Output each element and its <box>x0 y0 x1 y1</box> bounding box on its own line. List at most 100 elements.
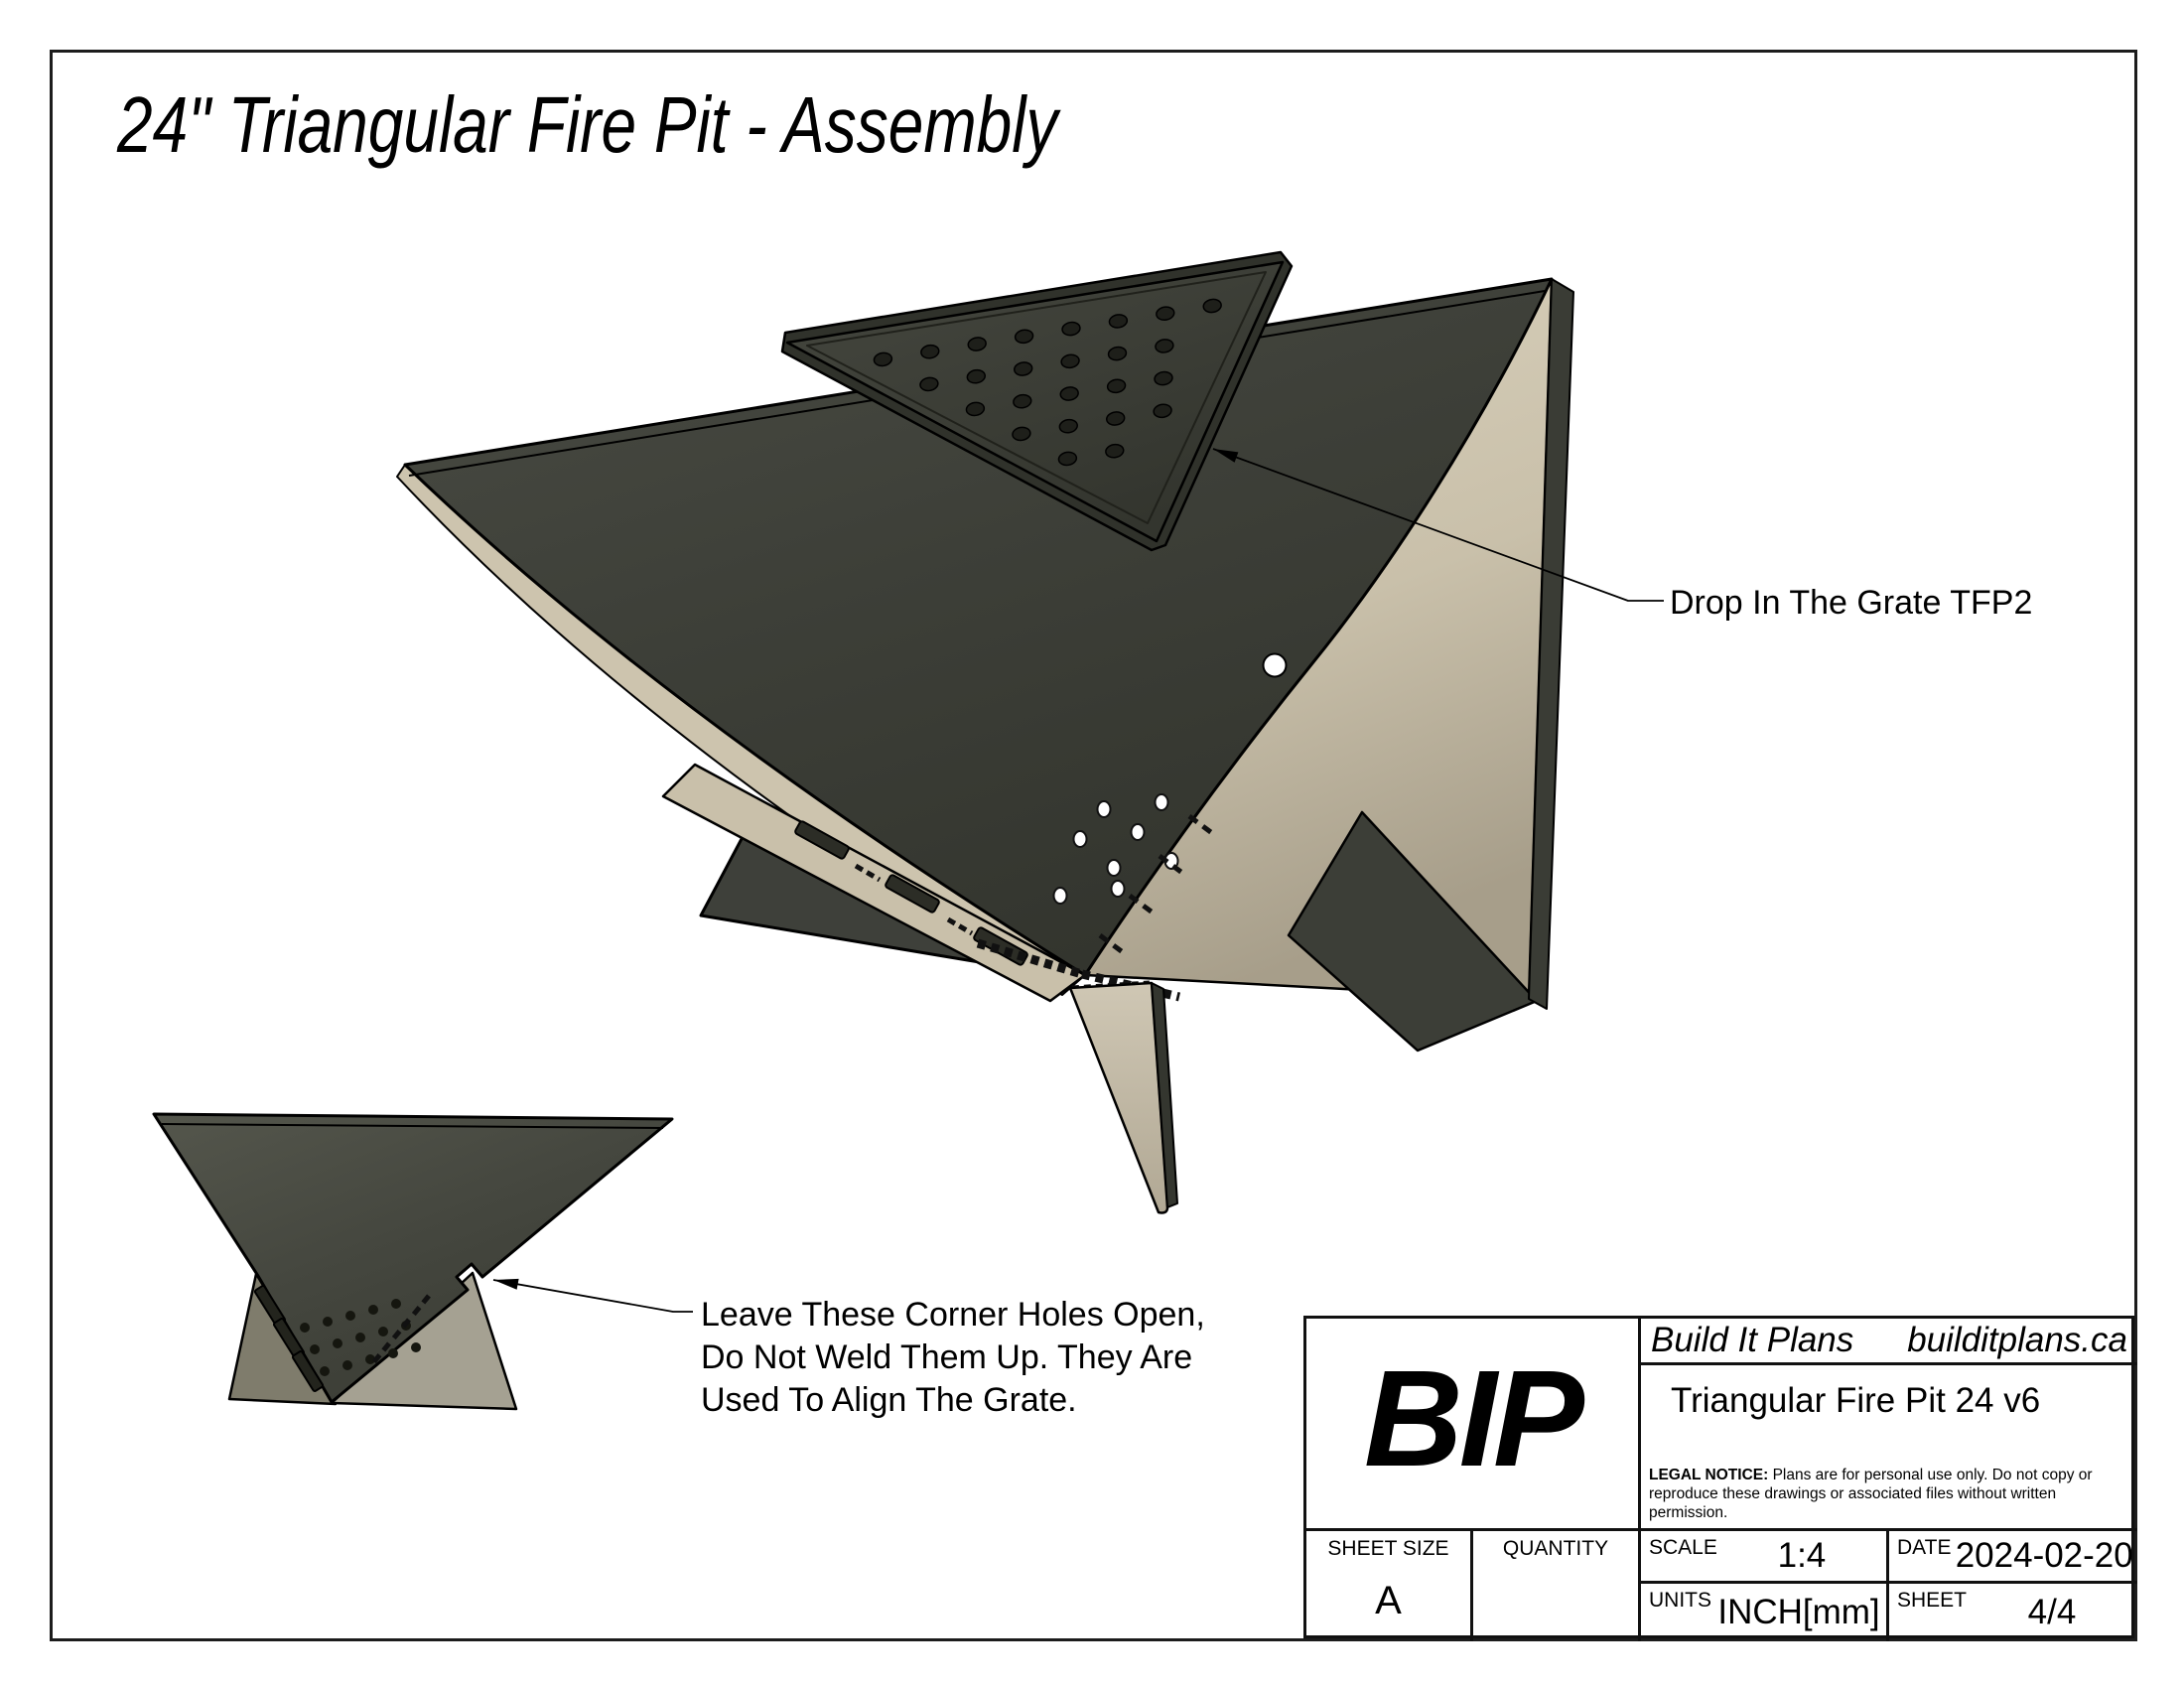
detail-edge-dashes <box>369 1294 431 1367</box>
scale-value: 1:4 <box>1777 1536 1827 1575</box>
bip-logo: BIP <box>1363 1341 1584 1495</box>
panel-hole <box>1262 652 1288 678</box>
sheet-label: SHEET <box>1897 1589 1968 1612</box>
grate-hole <box>965 401 986 417</box>
logo-cell: BIP <box>1306 1319 1641 1528</box>
grate-hole <box>1108 314 1129 329</box>
detail-corner-hole <box>355 1333 365 1342</box>
front-panel-outer-face <box>403 277 1554 977</box>
grate-hole <box>1061 321 1081 337</box>
callout-line: Do Not Weld Them Up. They Are <box>701 1338 1193 1376</box>
units-cell: UNITS INCH[mm] <box>1641 1584 1889 1641</box>
grate-holes <box>873 298 1222 467</box>
date-label: DATE <box>1897 1536 1952 1559</box>
sheet-size-cell: SHEET SIZE A <box>1306 1528 1473 1641</box>
company-cell: Build It Plans builditplans.ca <box>1641 1319 2137 1365</box>
legal-notice-label: LEGAL NOTICE: <box>1649 1467 1769 1483</box>
corner-hole <box>1052 887 1068 905</box>
grate-hole <box>1155 339 1174 353</box>
detail-corner-hole <box>320 1366 330 1376</box>
grate-hole <box>919 376 939 392</box>
detail-corner-hole <box>368 1305 378 1315</box>
corner-hole <box>1096 800 1112 818</box>
corner-hole <box>1154 793 1169 811</box>
grate-hole <box>1202 298 1222 314</box>
sheet-size-label: SHEET SIZE <box>1327 1537 1449 1560</box>
grate-lip-line <box>806 271 1267 524</box>
callout-grate-text: Drop In The Grate TFP2 <box>1670 584 2033 622</box>
grate-hole <box>1106 378 1127 394</box>
grate-hole <box>1154 370 1173 386</box>
grate-hole <box>920 344 940 359</box>
callout-line: Leave These Corner Holes Open, <box>701 1296 1205 1334</box>
grate-hole <box>1106 411 1126 426</box>
drawing-title-cell: Triangular Fire Pit 24 v6 LEGAL NOTICE: … <box>1641 1365 2137 1528</box>
arrowhead <box>1213 449 1239 463</box>
grate-hole <box>873 352 893 367</box>
company-website: builditplans.ca <box>1907 1321 2127 1359</box>
grate-hole <box>966 368 986 384</box>
right-leg-wing <box>1287 810 1539 1053</box>
legal-notice-text1: Plans are for personal use only. Do not … <box>1768 1467 2093 1483</box>
grate-hole <box>1012 426 1031 442</box>
detail-corner-hole <box>323 1317 333 1327</box>
detail-corner-holes <box>300 1299 421 1376</box>
scale-cell: SCALE 1:4 <box>1641 1528 1889 1584</box>
detail-corner-hole <box>345 1311 355 1321</box>
company-name: Build It Plans <box>1651 1321 1854 1359</box>
scale-label: SCALE <box>1649 1536 1717 1559</box>
corner-alignment-holes <box>1052 793 1179 905</box>
main-assembly-view <box>396 250 1664 1214</box>
legal-notice-text2: reproduce these drawings or associated f… <box>1649 1485 2057 1521</box>
corner-hole <box>1110 880 1126 898</box>
grate-leader <box>1212 448 1664 602</box>
weld-tab-dashes-right <box>1098 813 1218 958</box>
corner-hole <box>1130 823 1146 841</box>
sheet-number-cell: SHEET 4/4 <box>1889 1584 2137 1641</box>
grate <box>780 250 1294 552</box>
detail-corner-hole <box>411 1342 421 1352</box>
units-label: UNITS <box>1649 1589 1711 1612</box>
grate-hole <box>1014 329 1034 345</box>
grate-hole <box>1107 346 1128 361</box>
front-leg-edge <box>1151 982 1178 1208</box>
quantity-label: QUANTITY <box>1502 1537 1609 1560</box>
title-block: BIP Build It Plans builditplans.ca Trian… <box>1303 1316 2137 1641</box>
grate-hole <box>1013 393 1032 409</box>
weld-tab-dashes-left <box>854 863 974 936</box>
date-cell: DATE 2024-02-20 <box>1889 1528 2137 1584</box>
sheet-value: 4/4 <box>2027 1593 2077 1631</box>
quantity-cell: QUANTITY <box>1473 1528 1641 1641</box>
grate-hole <box>1060 353 1080 369</box>
tab-slots <box>794 820 1028 966</box>
detail-corner-hole <box>388 1348 398 1358</box>
detail-corner-hole <box>333 1338 342 1348</box>
corner-holes-leader <box>492 1278 693 1313</box>
legal-notice: LEGAL NOTICE: Plans are for personal use… <box>1649 1466 2131 1522</box>
grate-hole <box>1156 306 1175 322</box>
grate-hole <box>1105 443 1125 459</box>
grate-hole <box>1153 403 1172 419</box>
corner-hole <box>1072 830 1088 848</box>
detail-corner-hole <box>365 1354 375 1364</box>
corner-hole <box>1106 859 1122 877</box>
sheet-border <box>50 50 2137 1641</box>
detail-corner-hole <box>378 1327 388 1336</box>
grate-hole <box>1059 386 1079 401</box>
callout-line: Used To Align The Grate. <box>701 1381 1077 1419</box>
units-value: INCH[mm] <box>1717 1593 1880 1631</box>
callout-corner-holes-text: Leave These Corner Holes Open, Do Not We… <box>701 1294 1205 1422</box>
sheet-size-value: A <box>1375 1579 1402 1622</box>
arrowhead <box>493 1278 519 1290</box>
corner-detail-view <box>152 1112 693 1411</box>
detail-corner-hole <box>342 1360 352 1370</box>
drawing-title: Triangular Fire Pit 24 v6 <box>1671 1381 2041 1420</box>
grate-hole <box>1014 361 1033 376</box>
date-value: 2024-02-20 <box>1955 1536 2133 1575</box>
grate-hole <box>1058 418 1078 434</box>
grate-plate <box>785 260 1285 543</box>
detail-top-lip-line <box>161 1123 664 1129</box>
grate-hole <box>967 337 987 352</box>
